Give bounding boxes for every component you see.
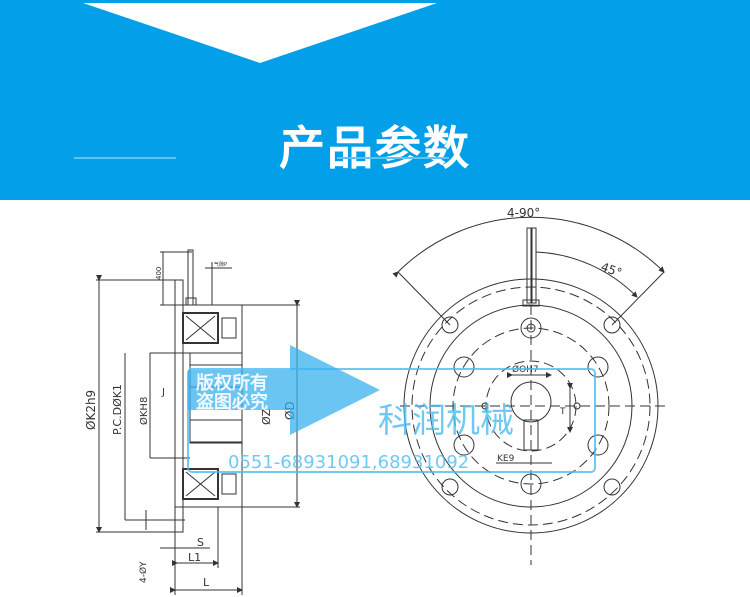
page-title: 产品参数 [279,121,471,175]
watermark-copyright: 版权所有 [196,372,268,394]
kh-label: ØKH8 [138,397,150,425]
center-bore [510,381,552,423]
y-label: 4-ØY [138,561,149,583]
l-label: L [203,576,210,589]
watermark-arrow [188,345,380,435]
title-divider-right [337,157,449,159]
front-view: ØOH7 T KE9 4-90° 45° [392,206,665,565]
j-label: J [161,387,165,398]
watermark-copyright2: 盗图必究 [196,391,268,413]
watermark-company: 科润机械 [378,401,514,441]
key-label: KE9 [497,454,515,464]
s-label: S [197,536,204,549]
lead-cable [522,227,540,307]
watermark: 版权所有 盗图必究 科润机械 0551-68931091,68931092 [187,345,596,473]
watermark-phone: 0551-68931091,68931092 [228,452,469,473]
coil-top [182,312,219,344]
t-label: T [559,407,566,417]
inner-bolt-holes [453,317,609,495]
l1-label: L1 [188,551,201,564]
header-banner: 产品参数 [0,0,750,200]
banner-notch [83,3,437,63]
angle-offset-label: 45° [599,260,624,280]
outer-bolt-holes [441,316,621,496]
technical-drawing: 气隙P ØK2h9 P.C.DØK1 ØKH8 ØD ØZ J 400 4-ØY… [84,206,665,595]
title-divider-left [74,157,176,159]
pcd-label: P.C.DØK1 [111,384,124,435]
angle-spacing-label: 4-90° [507,206,540,220]
keyway [523,419,539,451]
lead-length-label: 400 [155,267,163,280]
k2-label: ØK2h9 [84,390,98,430]
coil-bottom [182,468,219,500]
side-view: 气隙P ØK2h9 P.C.DØK1 ØKH8 ØD ØZ J 400 4-ØY… [84,249,300,595]
gap-label: 气隙P [214,261,227,268]
z-label: ØZ [260,408,273,425]
